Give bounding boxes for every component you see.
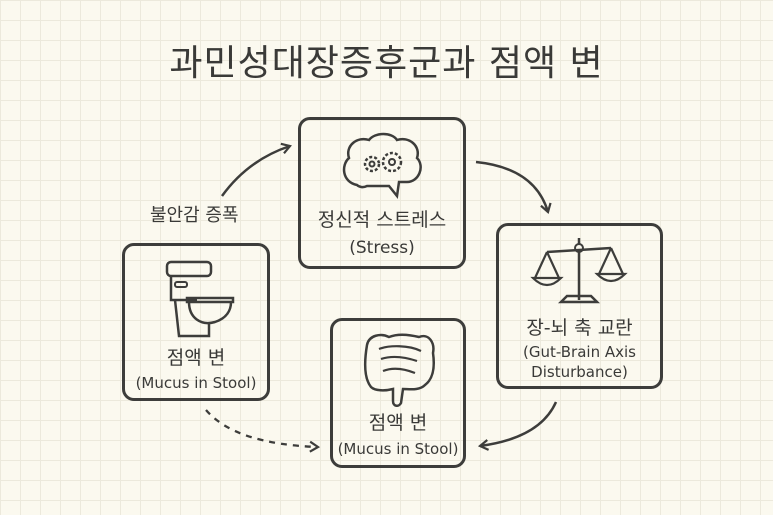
balance-scale-icon — [530, 238, 628, 304]
brain-gears-icon — [342, 132, 422, 200]
stress-label-ko: 정신적 스트레스 — [317, 209, 447, 231]
node-gut-brain: 장-뇌 축 교란 (Gut-Brain Axis Disturbance) — [496, 223, 663, 389]
arrow-stress-to-gutbrain — [475, 160, 552, 214]
gut-brain-label-en-1: (Gut-Brain Axis — [523, 343, 636, 361]
diagram-title: 과민성대장증후군과 점액 변 — [169, 43, 604, 84]
node-mucus-center: 점액 변 (Mucus in Stool) — [330, 318, 466, 468]
toilet-icon — [165, 260, 235, 338]
arrow-left-to-stress — [220, 142, 292, 197]
mucus-center-label-ko: 점액 변 — [368, 412, 428, 434]
gut-brain-label-en-2: Disturbance) — [531, 363, 628, 381]
arrow-dashed-left-to-mucus — [205, 409, 321, 453]
mucus-left-label-en: (Mucus in Stool) — [135, 374, 257, 392]
mucus-center-label-en: (Mucus in Stool) — [337, 440, 459, 458]
node-stress: 정신적 스트레스 (Stress) — [298, 117, 466, 269]
intestine-icon — [364, 333, 435, 407]
mucus-left-label-ko: 점액 변 — [166, 347, 226, 369]
gut-brain-label-ko: 장-뇌 축 교란 — [526, 317, 633, 339]
arrow-gutbrain-to-mucus — [477, 401, 558, 451]
node-mucus-left: 점액 변 (Mucus in Stool) — [122, 243, 270, 401]
edge-label-anxiety: 불안감 증폭 — [150, 205, 239, 226]
stress-label-en: (Stress) — [349, 238, 415, 258]
